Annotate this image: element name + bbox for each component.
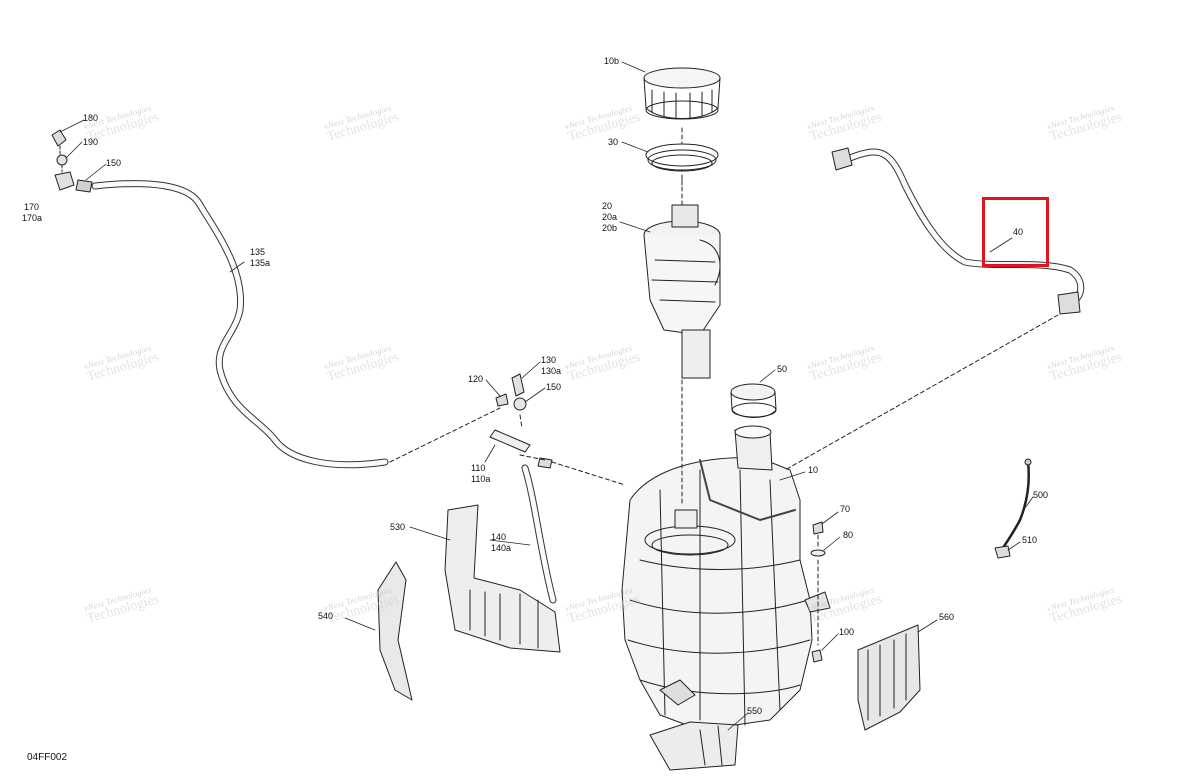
vent-hose-illustration — [91, 180, 501, 469]
part-label-30[interactable]: 30 — [608, 137, 619, 147]
sensor-500-illustration — [994, 458, 1032, 559]
part-label-500[interactable]: 500 — [1033, 490, 1049, 500]
drawing-code: 04FF002 — [27, 752, 68, 763]
selected-part-highlight[interactable] — [982, 197, 1049, 267]
part-label-80[interactable]: 80 — [843, 530, 854, 540]
fuel-tank-illustration — [621, 425, 831, 731]
small-fittings-center — [489, 373, 626, 486]
hose-140-illustration — [521, 464, 557, 604]
part-label-190[interactable]: 190 — [83, 137, 99, 147]
part-label-10b[interactable]: 10b — [604, 56, 620, 66]
part-label-140a[interactable]: 140a — [491, 543, 512, 553]
heat-shield-530-illustration — [444, 504, 561, 653]
part-label-120[interactable]: 120 — [468, 374, 484, 384]
shield-560-illustration — [857, 624, 921, 731]
part-label-130[interactable]: 130 — [541, 355, 557, 365]
lock-ring-illustration — [643, 67, 721, 120]
part-label-20[interactable]: 20 — [602, 201, 613, 211]
part-label-140[interactable]: 140 — [491, 532, 507, 542]
part-label-135[interactable]: 135 — [250, 247, 266, 257]
fasteners-70-80-100 — [810, 521, 826, 663]
part-label-10[interactable]: 10 — [808, 465, 819, 475]
part-label-510[interactable]: 510 — [1022, 535, 1038, 545]
part-label-560[interactable]: 560 — [939, 612, 955, 622]
guard-550-illustration — [649, 721, 739, 771]
part-label-20a[interactable]: 20a — [602, 212, 618, 222]
part-label-170[interactable]: 170 — [24, 202, 40, 212]
shield-540-illustration — [377, 561, 413, 701]
part-label-110[interactable]: 110 — [471, 463, 486, 473]
fittings-top-left — [51, 129, 93, 193]
part-label-540[interactable]: 540 — [318, 611, 334, 621]
part-label-180[interactable]: 180 — [83, 113, 99, 123]
part-label-50[interactable]: 50 — [777, 364, 788, 374]
fuel-pump-illustration — [643, 179, 721, 379]
part-label-40[interactable]: 40 — [1013, 227, 1024, 237]
part-label-70[interactable]: 70 — [840, 504, 851, 514]
part-label-135a[interactable]: 135a — [250, 258, 271, 268]
part-label-110a[interactable]: 110a — [471, 474, 491, 484]
part-label-170a[interactable]: 170a — [22, 213, 43, 223]
hose-40-illustration — [784, 147, 1085, 471]
part-label-150-center[interactable]: 150 — [546, 382, 562, 392]
leader-lines — [59, 61, 1034, 731]
filler-cap-illustration — [730, 383, 777, 418]
part-label-530[interactable]: 530 — [390, 522, 406, 532]
part-label-20b[interactable]: 20b — [602, 223, 618, 233]
part-label-150-top[interactable]: 150 — [106, 158, 122, 168]
pump-seal-illustration — [645, 143, 719, 172]
part-label-550[interactable]: 550 — [747, 706, 763, 716]
part-label-130a[interactable]: 130a — [541, 366, 562, 376]
part-label-100[interactable]: 100 — [839, 627, 855, 637]
